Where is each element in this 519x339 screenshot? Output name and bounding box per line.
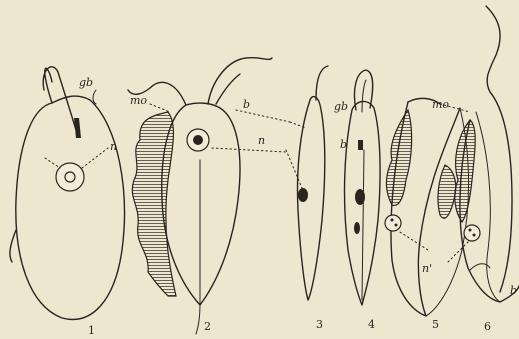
figure-6-nucleus [464,225,480,241]
figure-5-nucleus [385,215,401,231]
label-fig4-gb: gb [334,100,348,113]
figure-number-5: 5 [432,318,439,331]
figure-3-organism [286,66,328,300]
label-fig1-gb: gb [79,76,93,89]
figure-2-organism [128,58,290,334]
figure-1-basal-body [74,118,81,138]
label-fig4-b: b [340,138,347,151]
figure-4-blepharoplast [358,140,363,150]
figure-3-nucleus [298,188,308,202]
figure-1-nucleus [56,163,84,191]
figure-1-organism [10,67,125,320]
figure-number-1: 1 [88,324,95,337]
label-fig5-n: n' [422,262,432,275]
figure-number-4: 4 [368,318,375,331]
figure-number-3: 3 [316,318,323,331]
figure-4-organism [345,70,381,305]
label-fig2-mo: mo [130,94,147,107]
figure-number-6: 6 [484,320,491,333]
figure-number-2: 2 [204,320,211,333]
figure-2-undulating-membrane [132,112,176,296]
label-fig6-b: b [510,284,517,297]
label-fig2-b: b [243,98,250,111]
label-fig1-n: n [110,140,117,153]
label-fig5-mo: mo [432,98,449,111]
figure-6-organism [455,6,519,302]
label-fig2-n: n [258,134,265,147]
figure-numbers: 1 2 3 4 5 6 [88,318,491,337]
